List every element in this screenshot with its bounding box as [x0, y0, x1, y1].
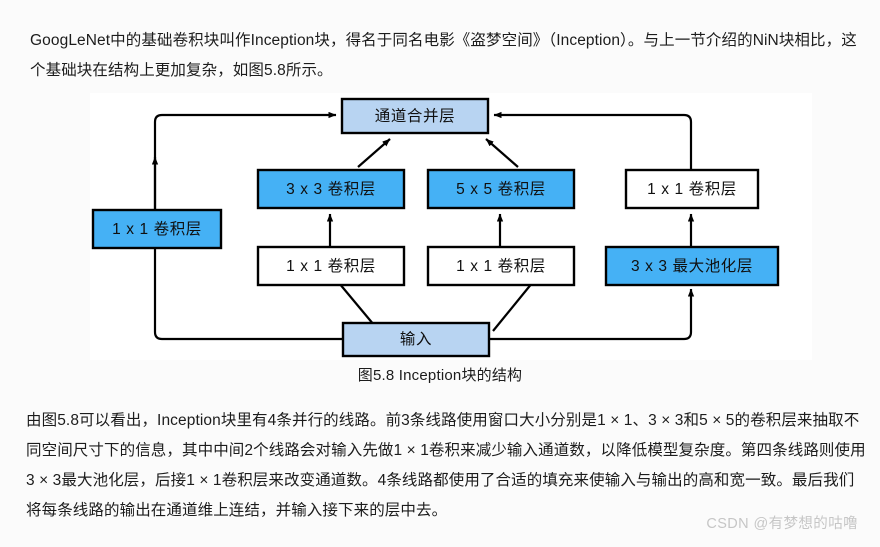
node-conv1x1-c[interactable]: 1 x 1 卷积层 [426, 245, 576, 287]
node-conv1x1-c-label: 1 x 1 卷积层 [456, 257, 546, 275]
node-concat-label: 通道合并层 [375, 107, 456, 125]
node-conv3x3-label: 3 x 3 卷积层 [286, 180, 376, 198]
edge-conv5x5-to-concat [485, 138, 519, 168]
node-conv5x5-box[interactable] [426, 168, 576, 210]
inception-block-diagram: 通道合并层 1 x 1 卷积层 3 x 3 卷积层 5 x 5 卷积层 1 x … [91, 97, 780, 358]
node-conv1x1-b[interactable]: 1 x 1 卷积层 [256, 245, 406, 287]
edge-conv1x1d-to-concat [493, 111, 693, 170]
edge-input-to-maxpool [488, 288, 695, 341]
node-input-box[interactable] [341, 321, 491, 358]
csdn-watermark: CSDN @有梦想的咕噜 [706, 516, 858, 532]
node-conv1x1-left-label: 1 x 1 卷积层 [112, 220, 202, 238]
node-conv3x3[interactable]: 3 x 3 卷积层 [256, 168, 406, 210]
edge-input-to-conv1x1a [151, 156, 343, 341]
node-conv1x1-pool[interactable]: 1 x 1 卷积层 [624, 168, 760, 210]
node-input[interactable]: 输入 [341, 321, 491, 358]
node-conv5x5-label: 5 x 5 卷积层 [456, 180, 546, 198]
node-conv1x1-b-box[interactable] [256, 245, 406, 287]
node-conv3x3-box[interactable] [256, 168, 406, 210]
node-conv1x1-pool-label: 1 x 1 卷积层 [647, 180, 737, 198]
node-maxpool-label: 3 x 3 最大池化层 [631, 257, 753, 275]
node-conv1x1-left[interactable]: 1 x 1 卷积层 [91, 208, 223, 250]
edge-conv3x3-to-concat [357, 138, 391, 168]
diagram-edges [151, 111, 695, 341]
node-conv1x1-pool-box[interactable] [624, 168, 760, 210]
body-paragraph: 由图5.8可以看出，Inception块里有4条并行的线路。前3条线路使用窗口大… [26, 411, 866, 519]
node-conv1x1-b-label: 1 x 1 卷积层 [286, 257, 376, 275]
figure-caption: 图5.8 Inception块的结构 [357, 367, 523, 384]
inception-block-figure: 通道合并层 1 x 1 卷积层 3 x 3 卷积层 5 x 5 卷积层 1 x … [90, 93, 812, 360]
node-maxpool-box[interactable] [604, 245, 780, 287]
node-concat-box[interactable] [340, 97, 490, 135]
node-input-label: 输入 [400, 330, 432, 348]
node-concat[interactable]: 通道合并层 [340, 97, 490, 135]
node-conv1x1-left-box[interactable] [91, 208, 223, 250]
node-maxpool[interactable]: 3 x 3 最大池化层 [604, 245, 780, 287]
node-conv5x5[interactable]: 5 x 5 卷积层 [426, 168, 576, 210]
edge-conv1x1a-to-concat [153, 111, 337, 210]
intro-paragraph: GoogLeNet中的基础卷积块叫作Inception块，得名于同名电影《盗梦空… [30, 31, 857, 79]
node-conv1x1-c-box[interactable] [426, 245, 576, 287]
